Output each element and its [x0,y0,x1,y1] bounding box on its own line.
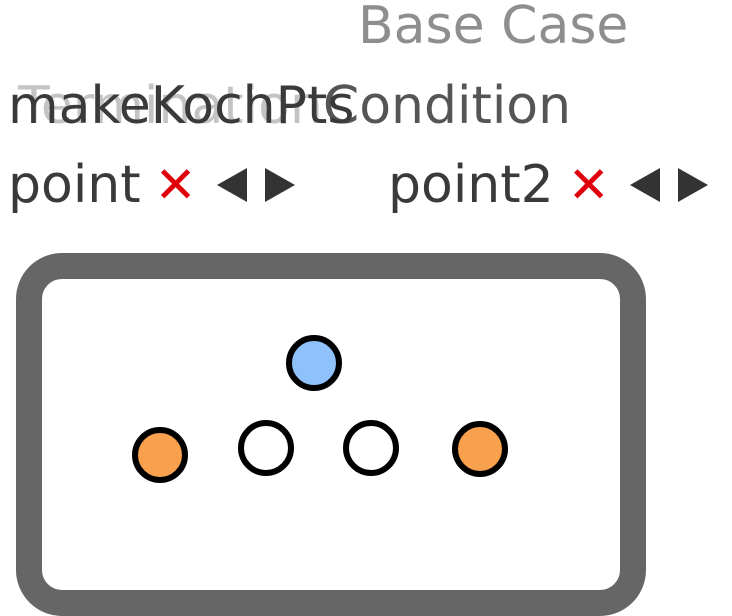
node-empty-left[interactable] [238,420,294,476]
param-arrows [216,168,295,202]
canvas-frame [16,253,646,616]
arrow-right-icon[interactable] [677,168,708,202]
node-blue[interactable] [286,335,342,391]
node-orange-left[interactable] [132,427,188,483]
param-arrows [629,168,708,202]
ghost-title: Base Case [358,0,629,56]
ghost-subtitle: TerminationCondition [18,74,571,138]
node-orange-right[interactable] [452,421,508,477]
ghost-subtitle-text: Termination [18,76,323,136]
arrow-right-icon[interactable] [264,168,295,202]
param-point: point ✕ [8,153,295,217]
ghost-subtitle-tail: Condition [322,76,572,136]
function-name: makeKochPts [8,76,355,136]
arrow-left-icon[interactable] [216,168,247,202]
param-point2: point2 ✕ [388,153,708,217]
param-label: point2 [388,155,554,215]
close-icon[interactable]: ✕ [154,156,197,214]
close-icon[interactable]: ✕ [567,156,610,214]
arrow-left-icon[interactable] [629,168,660,202]
param-label: point [8,155,141,215]
node-empty-right[interactable] [343,420,399,476]
